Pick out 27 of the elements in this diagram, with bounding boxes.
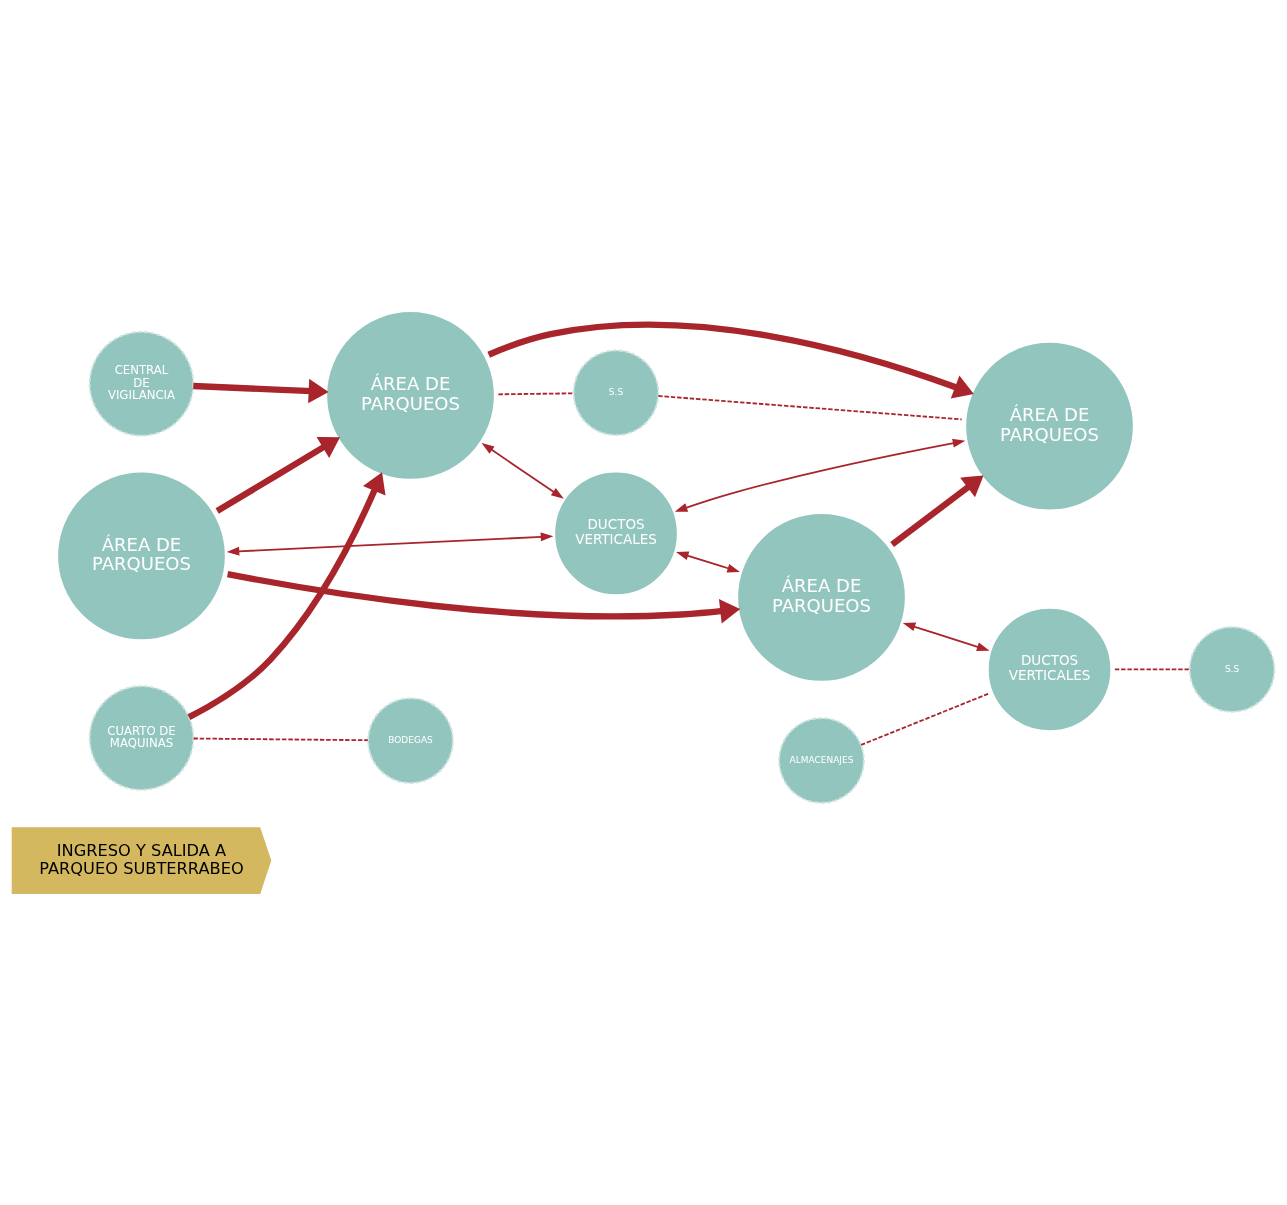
connector <box>192 737 369 741</box>
arrow <box>487 321 974 398</box>
node-circle: CUARTO DE MAQUINAS <box>88 684 195 791</box>
arrow <box>227 570 741 623</box>
node-circle: ÁREA DE PARQUEOS <box>56 470 227 641</box>
arrow <box>674 438 966 512</box>
arrow <box>902 622 990 651</box>
node-circle: DUCTOS VERTICALES <box>553 470 679 596</box>
node-circle: ÁREA DE PARQUEOS <box>736 511 907 683</box>
node-circle: ÁREA DE PARQUEOS <box>964 340 1135 511</box>
node-circle: CENTRAL DE VIGILANCIA <box>88 330 195 436</box>
connector <box>860 692 990 746</box>
connector <box>1114 668 1191 670</box>
arrow <box>215 436 340 514</box>
node-circle: ALMACENAJES <box>778 716 865 804</box>
arrow <box>226 532 554 556</box>
connector <box>657 394 963 420</box>
arrow <box>481 442 564 499</box>
node-circle: S.S <box>572 349 660 436</box>
node-circle: S.S <box>1188 625 1276 713</box>
arrow <box>890 474 984 547</box>
arrow <box>676 551 740 572</box>
node-circle: BODEGAS <box>367 696 454 784</box>
node-circle: DUCTOS VERTICALES <box>986 606 1113 732</box>
connector <box>497 391 575 395</box>
arrow <box>187 471 386 720</box>
arrow <box>193 378 329 403</box>
